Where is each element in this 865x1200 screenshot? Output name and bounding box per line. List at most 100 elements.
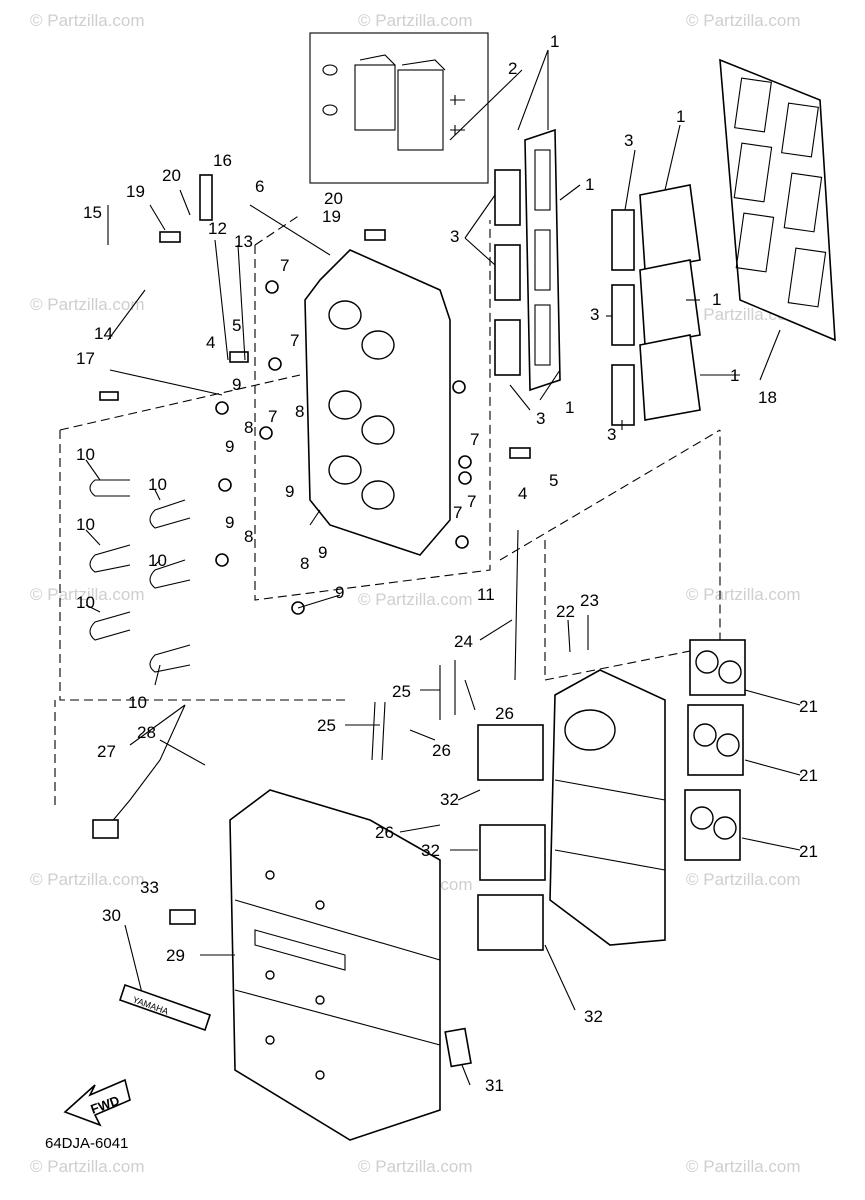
reed-valve-assembly-left (494, 128, 561, 392)
callout-32: 32 (421, 841, 440, 860)
callout-5: 5 (549, 471, 558, 490)
hose-set (89, 479, 191, 673)
callout-31: 31 (485, 1076, 504, 1095)
callout-24: 24 (454, 632, 473, 651)
callout-3: 3 (624, 131, 633, 150)
callout-28: 28 (137, 723, 156, 742)
watermark-text: © Partzilla.com (358, 1157, 473, 1176)
manifold-gasket (719, 58, 836, 342)
callout-19: 19 (126, 182, 145, 201)
watermark-text: © Partzilla.com (358, 11, 473, 30)
callout-17: 17 (76, 349, 95, 368)
callout-29: 29 (166, 946, 185, 965)
watermark-text: © Partzilla.com (30, 295, 145, 314)
callout-33: 33 (140, 878, 159, 897)
watermark-text: © Partzilla.com (30, 11, 145, 30)
callout-1: 1 (550, 32, 559, 51)
watermark-text: © Partzilla.com (30, 870, 145, 889)
callout-10: 10 (76, 445, 95, 464)
callout-1: 1 (565, 398, 574, 417)
callout-20: 20 (324, 189, 343, 208)
callout-7: 7 (470, 430, 479, 449)
watermark-text: © Partzilla.com (686, 1157, 801, 1176)
callout-27: 27 (97, 742, 116, 761)
reed-valve-detail-inset (309, 32, 489, 184)
callout-8: 8 (300, 554, 309, 573)
callout-3: 3 (450, 227, 459, 246)
callout-7: 7 (268, 407, 277, 426)
callout-15: 15 (83, 203, 102, 222)
watermark-layer: © Partzilla.com © Partzilla.com © Partzi… (30, 11, 801, 1176)
callout-6: 6 (255, 177, 264, 196)
callout-9: 9 (335, 583, 344, 602)
callout-3: 3 (590, 305, 599, 324)
callout-18: 18 (758, 388, 777, 407)
carburetor-housing (549, 669, 666, 946)
watermark-text: © Partzilla.com (30, 585, 145, 604)
callout-5: 5 (232, 316, 241, 335)
callout-8: 8 (244, 418, 253, 437)
callout-labels: 1 2 3 1 1 3 3 1 1 18 1 3 3 7 5 4 7 7 16 … (76, 32, 818, 1095)
callout-13: 13 (234, 232, 253, 251)
callout-30: 30 (102, 906, 121, 925)
callout-7: 7 (280, 256, 289, 275)
callout-1: 1 (585, 175, 594, 194)
callout-10: 10 (76, 515, 95, 534)
callout-32: 32 (440, 790, 459, 809)
fwd-arrow-icon: FWD (63, 1078, 131, 1127)
watermark-text: © Partzilla.com (686, 870, 801, 889)
callout-20: 20 (162, 166, 181, 185)
callout-26: 26 (375, 823, 394, 842)
intake-silencer-cover (229, 789, 441, 1141)
misc-hardware (92, 529, 519, 1068)
watermark-text: © Partzilla.com (358, 590, 473, 609)
callout-21: 21 (799, 697, 818, 716)
callout-9: 9 (318, 543, 327, 562)
callout-10: 10 (128, 693, 147, 712)
callout-21: 21 (799, 766, 818, 785)
callout-3: 3 (607, 425, 616, 444)
callout-7: 7 (290, 331, 299, 350)
callout-10: 10 (148, 551, 167, 570)
callout-8: 8 (295, 402, 304, 421)
callout-1: 1 (676, 107, 685, 126)
fittings-and-bolts (99, 174, 531, 615)
callout-12: 12 (208, 219, 227, 238)
callout-2: 2 (508, 59, 517, 78)
callout-22: 22 (556, 602, 575, 621)
callout-23: 23 (580, 591, 599, 610)
callout-19: 19 (322, 207, 341, 226)
callout-4: 4 (206, 333, 215, 352)
callout-16: 16 (213, 151, 232, 170)
decal: YAMAHA (118, 983, 212, 1032)
diagram-code: 64DJA-6041 (45, 1135, 128, 1152)
callout-14: 14 (94, 324, 113, 343)
callout-25: 25 (392, 682, 411, 701)
intake-manifold (304, 249, 451, 556)
callout-9: 9 (285, 482, 294, 501)
callout-25: 25 (317, 716, 336, 735)
callout-26: 26 (495, 704, 514, 723)
watermark-text: © Partzilla.com (686, 11, 801, 30)
callout-32: 32 (584, 1007, 603, 1026)
callout-10: 10 (148, 475, 167, 494)
watermark-text: © Partzilla.com (686, 585, 801, 604)
callout-8: 8 (244, 527, 253, 546)
callout-21: 21 (799, 842, 818, 861)
reed-valve-assembly-right (611, 184, 701, 426)
callout-9: 9 (225, 437, 234, 456)
watermark-text: © Partzilla.com (30, 1157, 145, 1176)
callout-3: 3 (536, 409, 545, 428)
callout-1: 1 (730, 366, 739, 385)
callout-9: 9 (225, 513, 234, 532)
callout-7: 7 (453, 503, 462, 522)
gasket-set (477, 639, 746, 951)
callout-4: 4 (518, 484, 527, 503)
callout-26: 26 (432, 741, 451, 760)
callout-7: 7 (467, 492, 476, 511)
callout-9: 9 (232, 375, 241, 394)
callout-1: 1 (712, 290, 721, 309)
callout-10: 10 (76, 593, 95, 612)
assembly-group-outlines (54, 214, 721, 805)
